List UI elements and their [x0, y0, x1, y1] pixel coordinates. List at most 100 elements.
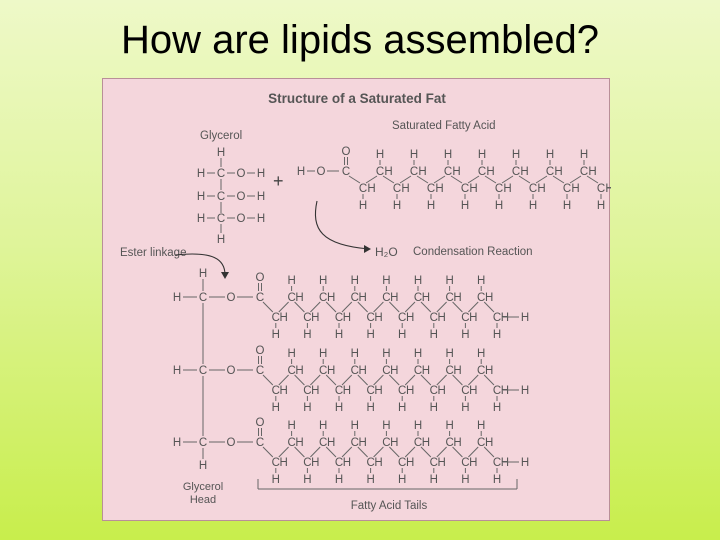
bond	[420, 301, 432, 313]
fatty-acid-tail-3-carbon: C	[477, 437, 485, 449]
fatty-acid-chain-carbon: C	[478, 166, 486, 178]
bond	[468, 301, 479, 313]
fatty-acid-tail-3-hydrogen: H	[414, 420, 422, 432]
glycerol-oxygen: O	[237, 168, 246, 180]
fatty-acid-tail-1-hydrogen: H	[445, 275, 453, 287]
fatty-acid-tail-1-hydrogen: H	[477, 275, 485, 287]
fatty-acid-tail-2-hydrogen: H	[485, 365, 493, 377]
fatty-acid-chain-hydrogen: H	[478, 149, 486, 161]
fatty-acid-tail-1-terminal-hydrogen: H	[521, 312, 529, 324]
fatty-acid-chain-hydrogen: H	[452, 166, 460, 178]
fatty-acid-chain-hydrogen: H	[461, 200, 469, 212]
fatty-acid-tail-3-hydrogen: H	[272, 474, 280, 486]
fatty-acid-tail-1-carbon: C	[272, 312, 280, 324]
fatty-acid-tail-2-carbon: C	[335, 385, 343, 397]
fatty-acid-tail-2-hydrogen: H	[438, 385, 446, 397]
glycerol-top-hydrogen: H	[217, 147, 225, 159]
ester-oxygen: O	[227, 437, 236, 449]
glycerol-hydroxyl-hydrogen: H	[257, 168, 265, 180]
bond	[452, 446, 463, 458]
fatty-acid-tail-3-carbon: C	[351, 437, 359, 449]
plus-sign: +	[273, 171, 284, 191]
fatty-acid-chain-carbonyl-oxygen: O	[342, 146, 351, 158]
fatty-acid-chain-hydrogen: H	[520, 166, 528, 178]
fatty-acid-tail-1-hydrogen: H	[422, 292, 430, 304]
fatty-acid-tail-2-hydrogen: H	[311, 385, 319, 397]
bond	[483, 301, 495, 313]
fatty-acid-tail-3-hydrogen: H	[390, 437, 398, 449]
bond	[433, 175, 446, 184]
fatty-acid-chain-carbon: C	[529, 183, 537, 195]
fatty-acid-tail-2-hydrogen: H	[287, 348, 295, 360]
fatty-acid-tail-3-hydrogen: H	[501, 457, 509, 469]
fatty-acid-tail-1-hydrogen: H	[311, 312, 319, 324]
fatty-acid-tail-3-hydrogen: H	[477, 420, 485, 432]
fatty-acid-tail-3-carbon: C	[303, 457, 311, 469]
bond	[452, 301, 463, 313]
bond	[373, 301, 384, 313]
fatty-acid-tail-2-hydrogen: H	[374, 385, 382, 397]
fatty-acid-chain-hydrogen: H	[393, 200, 401, 212]
fatty-acid-chain-hydrogen: H	[529, 200, 537, 212]
glycerol-carbon: C	[217, 191, 225, 203]
ester-linkage-label: Ester linkage	[120, 247, 186, 259]
fatty-acid-chain-hydrogen: H	[469, 183, 477, 195]
fatty-acid-tail-2-carbon: C	[445, 365, 453, 377]
fatty-acid-tail-1-hydrogen: H	[374, 312, 382, 324]
bond	[357, 301, 368, 313]
glycerol-head-carbon: C	[199, 437, 207, 449]
fatty-acid-tail-1-carbon: C	[366, 312, 374, 324]
glycerol-oxygen: O	[237, 213, 246, 225]
condensation-reaction-label: Condensation Reaction	[413, 246, 533, 258]
bond	[341, 374, 353, 386]
fatty-acid-tail-2-carbon: C	[256, 365, 264, 377]
bond	[586, 175, 599, 184]
glycerol-left-hydrogen: H	[197, 191, 205, 203]
bond	[535, 175, 548, 184]
glycerol-left-hydrogen: H	[197, 168, 205, 180]
fatty-acid-tail-3-carbon: C	[287, 437, 295, 449]
fatty-acid-chain-carbon: C	[546, 166, 554, 178]
fatty-acid-chain-hydrogen: H	[563, 200, 571, 212]
glycerol-head-label-line2: Head	[190, 494, 216, 506]
fatty-acid-tail-2-hydrogen: H	[319, 348, 327, 360]
fatty-acid-tail-3-carbon: C	[445, 437, 453, 449]
fatty-acid-tail-1-hydrogen: H	[485, 292, 493, 304]
fatty-acid-tail-1-hydrogen: H	[493, 329, 501, 341]
fatty-acid-tail-2-carbon: C	[287, 365, 295, 377]
structure-diagram: Structure of a Saturated Fat Glycerol Sa…	[120, 91, 611, 512]
fatty-acid-tail-2-hydrogen: H	[477, 348, 485, 360]
fatty-acid-tail-1-hydrogen: H	[280, 312, 288, 324]
fatty-acid-tail-2-carbon: C	[461, 385, 469, 397]
fatty-acid-tail-3-carbon: C	[335, 457, 343, 469]
glycerol-carbon: C	[217, 168, 225, 180]
fatty-acid-tail-3-hydrogen: H	[374, 457, 382, 469]
fatty-acid-tail-3-hydrogen: H	[406, 457, 414, 469]
fatty-acid-tail-1-carbon: C	[414, 292, 422, 304]
bond	[518, 175, 531, 184]
bond	[325, 446, 337, 458]
fatty-acid-chain-carbon: C	[427, 183, 435, 195]
bond	[373, 374, 384, 386]
fatty-acid-tail-2-hydrogen: H	[327, 365, 335, 377]
bond	[501, 175, 514, 184]
fatty-acid-tail-3-carbon: C	[366, 457, 374, 469]
fatty-acid-chain-hydrogen: H	[435, 183, 443, 195]
bond	[294, 374, 305, 386]
bond	[348, 175, 361, 184]
bond	[294, 301, 305, 313]
fatty-acid-tail-1-hydrogen: H	[430, 329, 438, 341]
fatty-acid-tail-2-hydrogen: H	[295, 365, 303, 377]
fatty-acid-tail-3-carbon: C	[398, 457, 406, 469]
fatty-acid-tail-3-hydrogen: H	[430, 474, 438, 486]
fatty-acid-tail-2-hydrogen: H	[430, 402, 438, 414]
bond	[552, 175, 565, 184]
fatty-acid-tail-3-hydrogen: H	[453, 437, 461, 449]
glycerol-head-carbon: C	[199, 292, 207, 304]
fatty-acid-chain-carbon: C	[597, 183, 605, 195]
fatty-acid-tail-1-carbon: C	[287, 292, 295, 304]
bond	[341, 301, 353, 313]
bond	[294, 446, 305, 458]
fatty-acid-tail-1-hydrogen: H	[295, 292, 303, 304]
fatty-acid-chain-carbon: C	[563, 183, 571, 195]
